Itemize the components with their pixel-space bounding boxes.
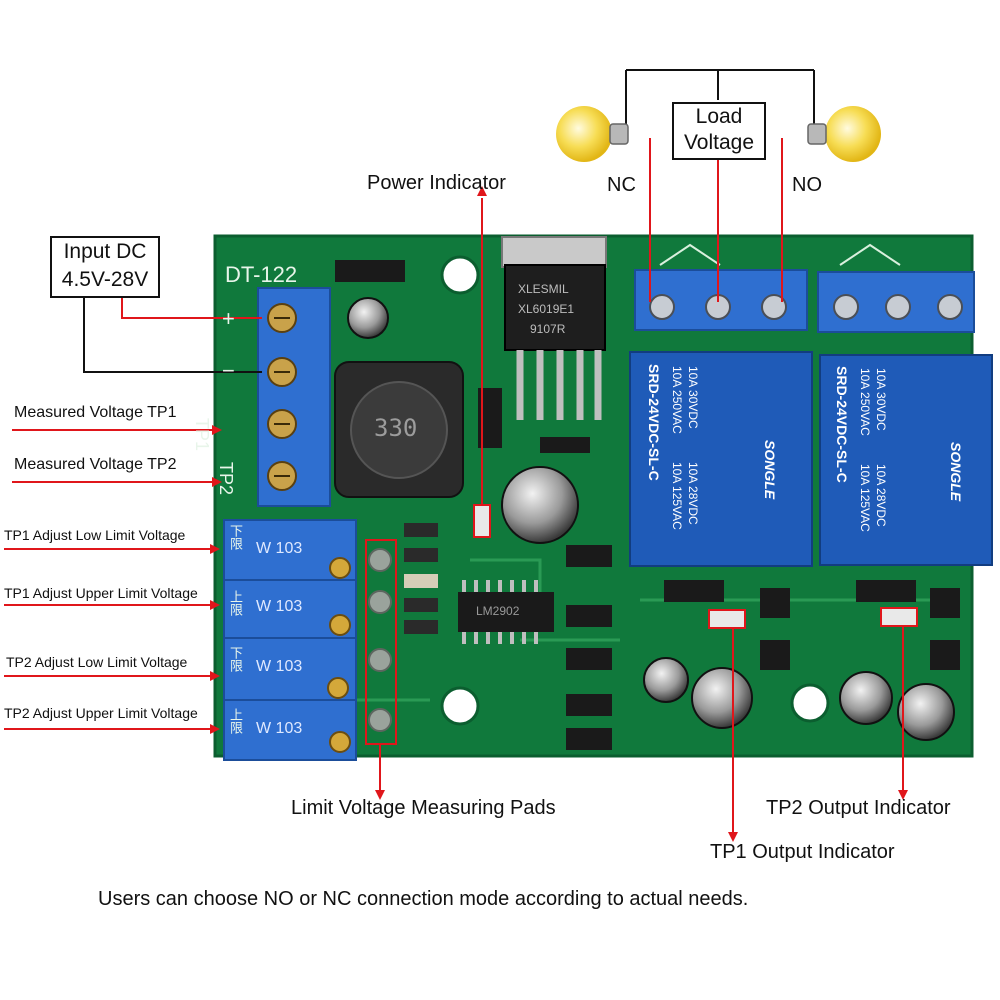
relay2-rating: 10A 30VDC (874, 368, 888, 431)
no-label: NO (792, 174, 822, 196)
no-bulb-icon (807, 106, 881, 162)
pot-side-mark: 下限 (228, 646, 243, 672)
power-indicator-label: Power Indicator (367, 172, 506, 194)
capacitor (839, 671, 893, 725)
relay1-rating: 10A 125VAC (670, 462, 684, 530)
mounting-hole (440, 255, 480, 295)
limit-measuring-pads (365, 539, 397, 745)
smd-components (404, 388, 960, 750)
pot-label: W 103 (256, 720, 303, 737)
input-dc-box: Input DC 4.5V-28V (50, 236, 160, 298)
input-terminal-block (257, 287, 331, 507)
tp1-upper-label: TP1 Adjust Upper Limit Voltage (4, 585, 198, 601)
input-dc-line2: 4.5V-28V (61, 268, 149, 291)
load-voltage-line1: Load (695, 105, 743, 128)
regulator-label-1: XLESMIL (518, 282, 569, 296)
limit-pads-label: Limit Voltage Measuring Pads (291, 797, 556, 819)
diode (335, 260, 405, 282)
tp2-low-label: TP2 Adjust Low Limit Voltage (6, 654, 188, 670)
pot-label: W 103 (256, 540, 303, 557)
regulator-label-2: XL6019E1 (518, 302, 575, 316)
red-callouts (4, 138, 904, 832)
load-voltage-line2: Voltage (683, 131, 755, 154)
measured-tp1-label: Measured Voltage TP1 (14, 404, 177, 421)
minus-mark: − (222, 358, 235, 383)
relay2-rating: 10A 28VDC (874, 464, 888, 527)
arrowheads (210, 186, 908, 842)
capacitor (897, 683, 955, 741)
relay2-model: SRD-24VDC-SL-C (834, 366, 850, 483)
nc-label: NC (607, 174, 636, 196)
main-capacitor (501, 466, 579, 544)
tp1-mark: TP1 (192, 418, 212, 452)
nc-bulb-icon (556, 106, 629, 162)
relay2-rating: 10A 125VAC (858, 464, 872, 532)
regulator-label-3: 9107R (530, 322, 566, 336)
tp2-output-led (880, 607, 918, 627)
pot-label: W 103 (256, 598, 303, 615)
pot-label: W 103 (256, 658, 303, 675)
mounting-hole (790, 683, 830, 723)
relays (629, 351, 993, 567)
input-dc-line1: Input DC (63, 240, 147, 263)
mounting-hole (440, 686, 480, 726)
tp2-upper-label: TP2 Adjust Upper Limit Voltage (4, 705, 198, 721)
pot-side-mark: 下限 (228, 524, 243, 550)
ic-label: LM2902 (476, 604, 520, 618)
load-voltage-box: Load Voltage (672, 102, 766, 160)
capacitor (691, 667, 753, 729)
plus-mark: + (222, 306, 235, 331)
capacitor (643, 657, 689, 703)
caption: Users can choose NO or NC connection mod… (98, 888, 749, 910)
relay1-model: SRD-24VDC-SL-C (646, 364, 662, 481)
tp1-low-label: TP1 Adjust Low Limit Voltage (4, 527, 186, 543)
measured-tp2-label: Measured Voltage TP2 (14, 456, 177, 473)
pot-side-mark: 上限 (228, 590, 243, 616)
relay1-rating: 10A 28VDC (686, 462, 700, 525)
pot-side-mark: 上限 (228, 708, 243, 734)
capacitor (347, 297, 389, 339)
relay1-rating: 10A 30VDC (686, 366, 700, 429)
tp1-output-label: TP1 Output Indicator (710, 841, 895, 863)
board-model: DT-122 (225, 262, 298, 287)
relay2-rating: 10A 250VAC (858, 368, 872, 436)
tp2-mark: TP2 (216, 462, 236, 496)
power-led (473, 504, 491, 538)
relay1-rating: 10A 250VAC (670, 366, 684, 434)
voltage-regulator (501, 236, 607, 420)
inductor-label: 330 (374, 414, 418, 442)
relay1-brand: SONGLE (762, 440, 778, 500)
relay-terminals (634, 269, 975, 333)
inductor (334, 361, 464, 498)
tp2-output-label: TP2 Output Indicator (766, 797, 951, 819)
potentiometers (223, 519, 357, 761)
black-wires (83, 69, 815, 373)
tp1-output-led (708, 609, 746, 629)
relay2-brand: SONGLE (948, 442, 964, 502)
comparator-ic (458, 580, 554, 644)
